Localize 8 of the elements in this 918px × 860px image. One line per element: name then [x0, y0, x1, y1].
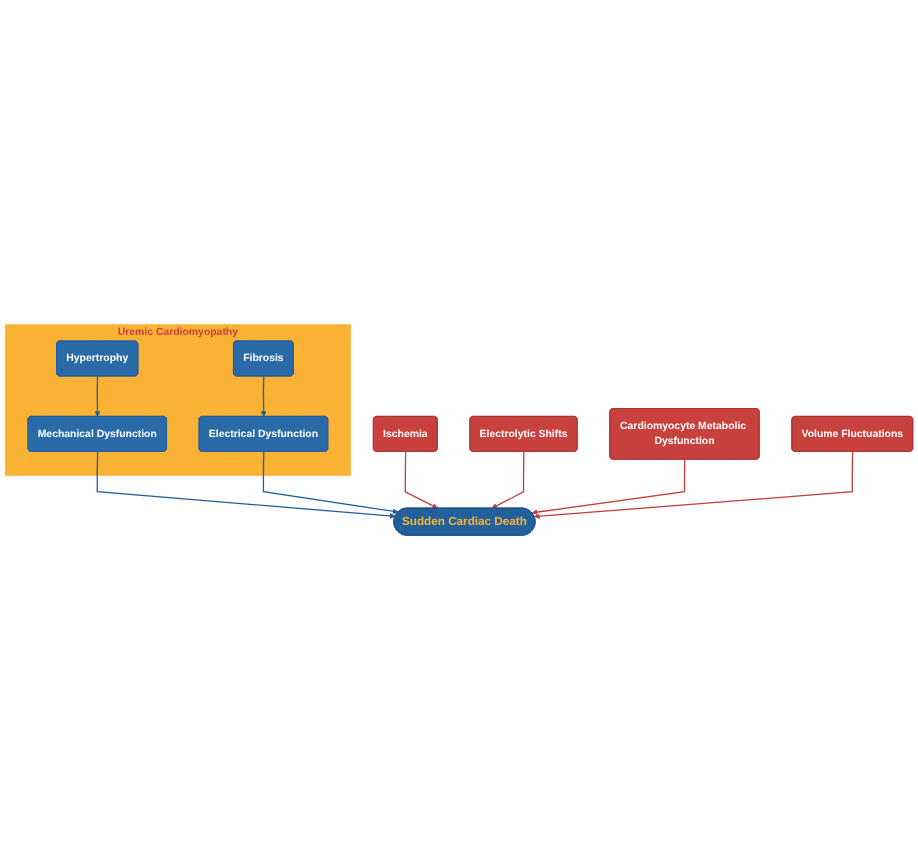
arrow	[531, 458, 686, 515]
arrow	[96, 451, 396, 519]
arrow	[262, 451, 399, 515]
arrow	[404, 451, 439, 509]
arrow	[491, 451, 525, 509]
arrow	[534, 451, 854, 520]
arrow	[260, 375, 267, 417]
arrow	[94, 375, 101, 417]
